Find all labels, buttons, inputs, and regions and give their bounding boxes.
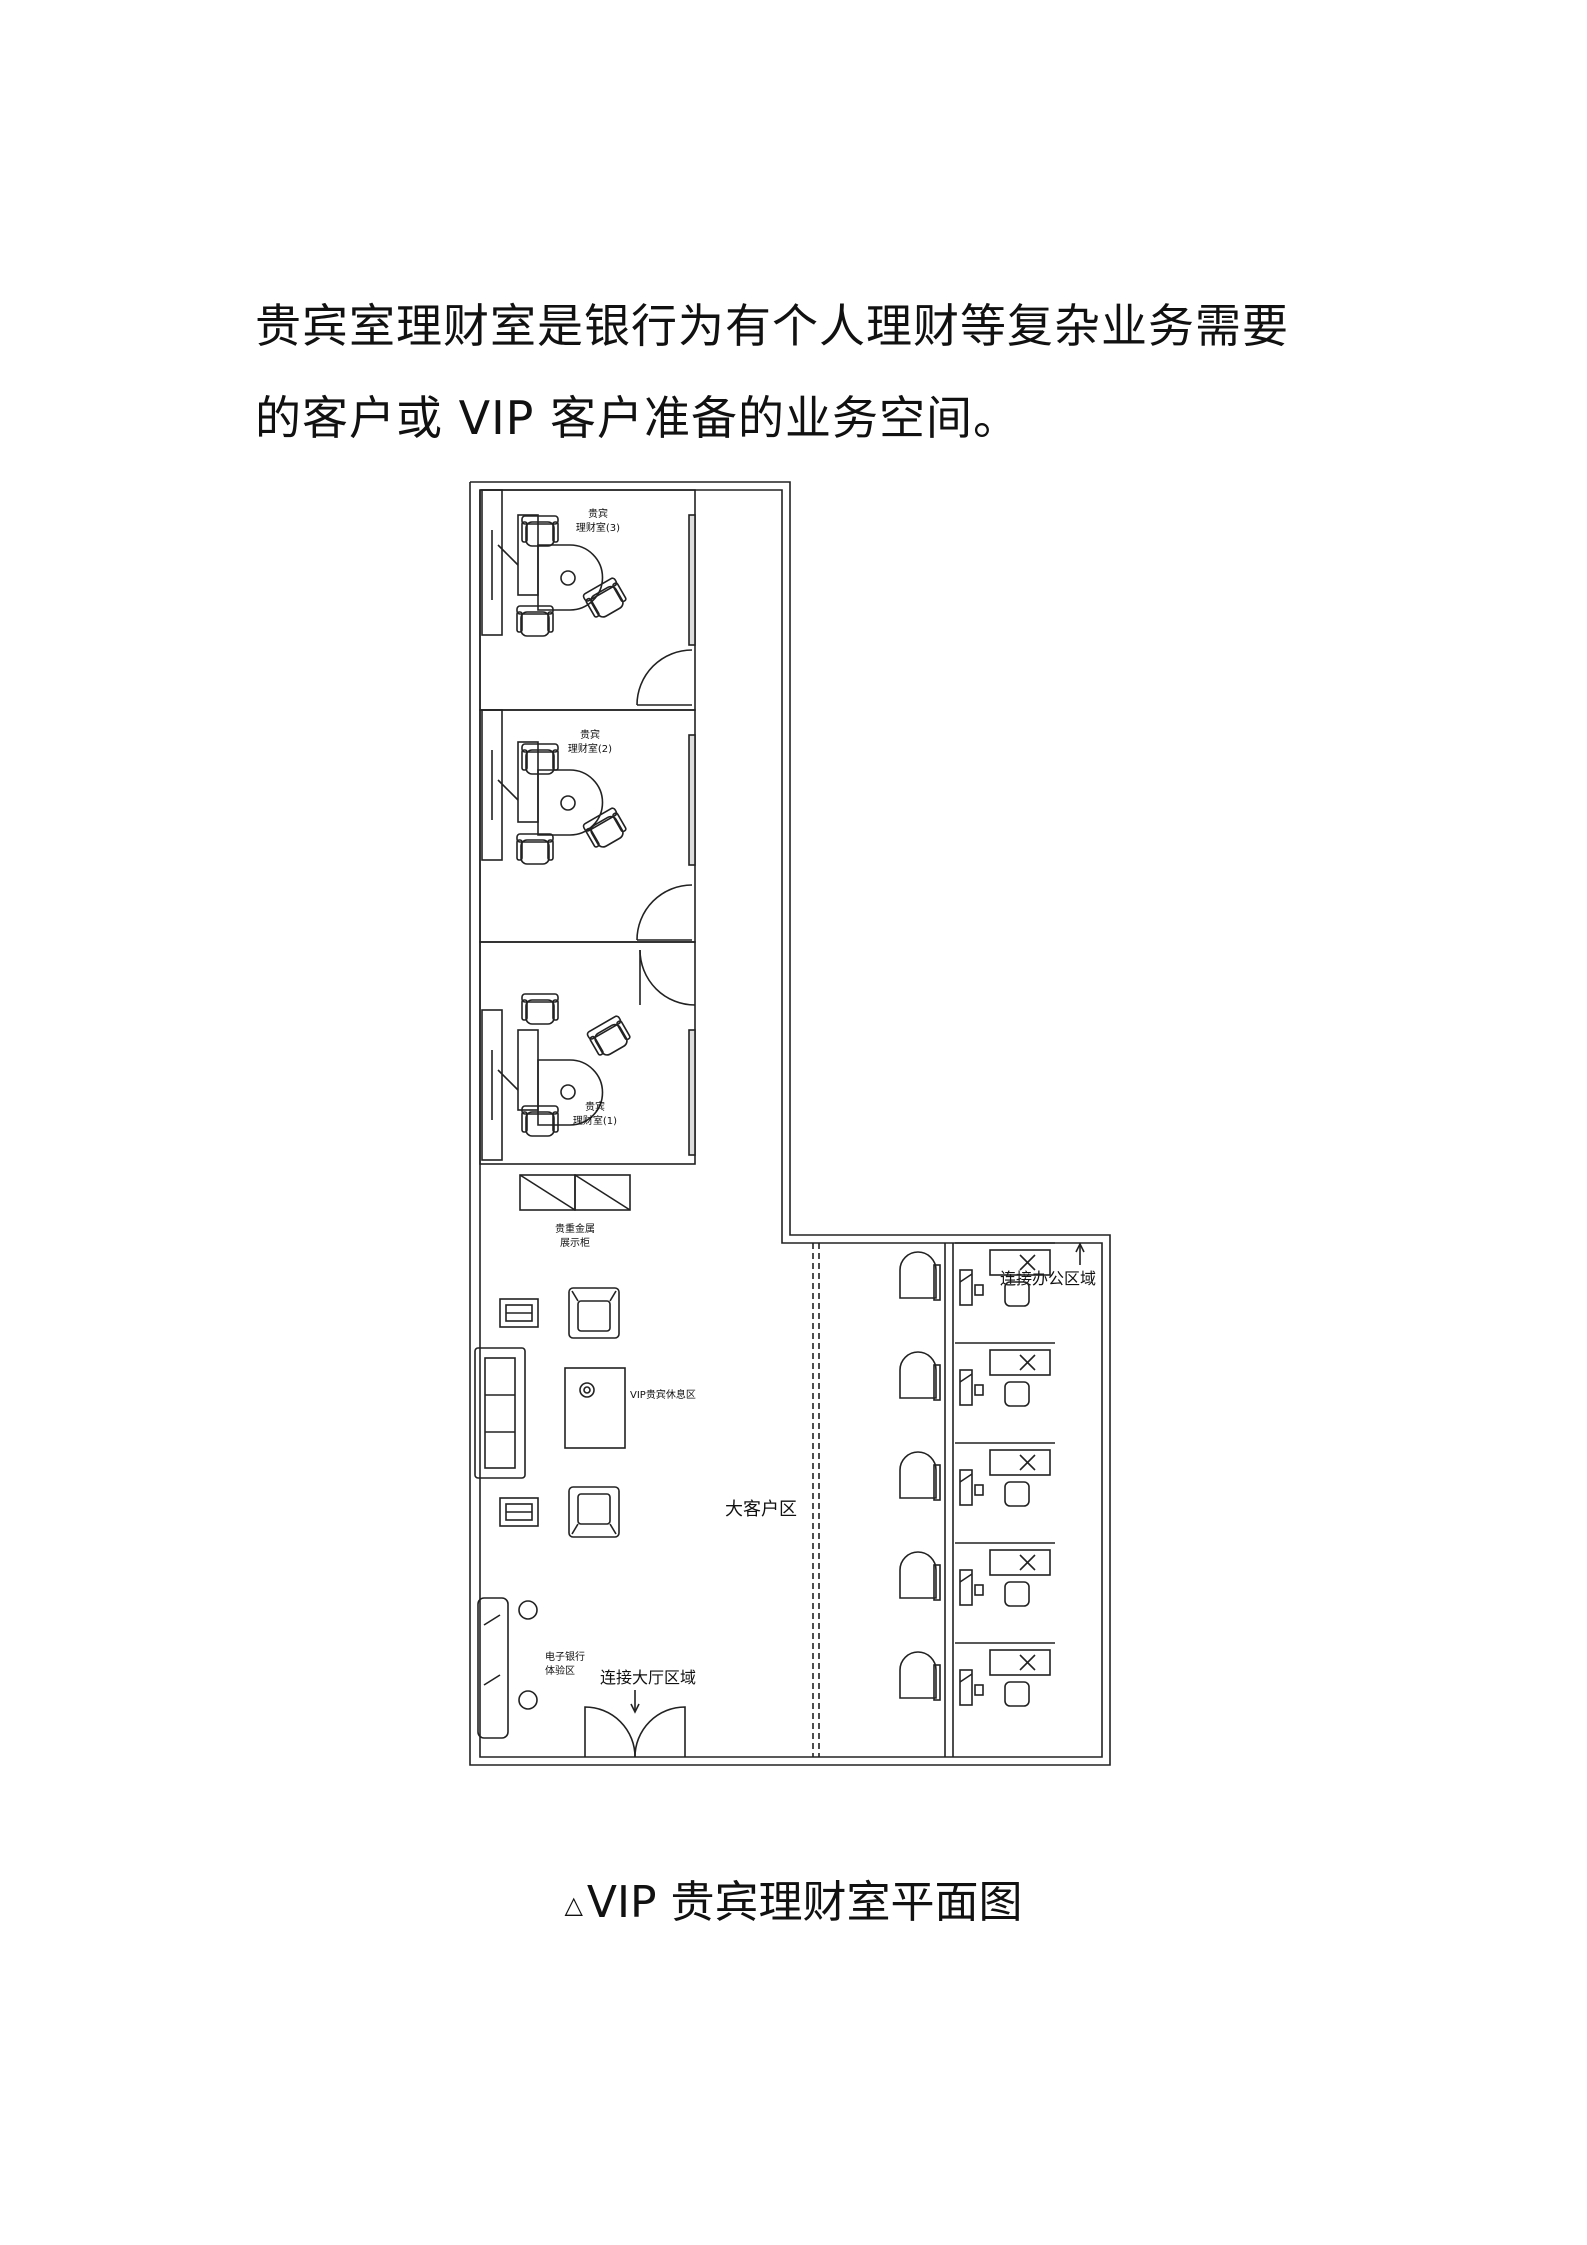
e-banking-label: 电子银行 体验区 — [545, 1650, 585, 1677]
svg-text:贵宾: 贵宾 — [585, 1100, 605, 1113]
svg-text:理财室(1): 理财室(1) — [573, 1114, 617, 1127]
svg-text:连接大厅区域: 连接大厅区域 — [600, 1668, 696, 1687]
vip-room-3-label: 贵宾 理财室(3) — [576, 507, 620, 534]
svg-text:贵宾: 贵宾 — [580, 728, 600, 741]
svg-text:贵宾: 贵宾 — [588, 507, 608, 520]
floor-plan: 贵宾 理财室(3) 贵宾 理财室(2) 贵宾 — [469, 481, 1111, 1766]
vip-room-2-label: 贵宾 理财室(2) — [568, 728, 612, 755]
svg-text:VIP贵宾休息区: VIP贵宾休息区 — [630, 1388, 696, 1401]
intro-paragraph: 贵宾室理财室是银行为有个人理财等复杂业务需要 的客户或 VIP 客户准备的业务空… — [255, 280, 1355, 464]
svg-text:体验区: 体验区 — [545, 1664, 575, 1677]
to-hall-label: 连接大厅区域 — [600, 1668, 696, 1687]
svg-text:大客户区: 大客户区 — [725, 1499, 797, 1520]
figure-caption: △VIP 贵宾理财室平面图 — [0, 1875, 1587, 1933]
big-client-label: 大客户区 — [725, 1499, 797, 1520]
intro-line-1: 贵宾室理财室是银行为有个人理财等复杂业务需要 — [255, 299, 1289, 353]
caption-triangle-icon: △ — [564, 1891, 583, 1919]
svg-text:连接办公区域: 连接办公区域 — [1000, 1269, 1096, 1288]
vip-room-1 — [479, 941, 696, 1165]
svg-text:理财室(3): 理财室(3) — [576, 521, 620, 534]
svg-text:理财室(2): 理财室(2) — [568, 742, 612, 755]
caption-text: VIP 贵宾理财室平面图 — [586, 1877, 1023, 1928]
svg-text:贵重金属: 贵重金属 — [555, 1222, 595, 1235]
office-connection — [1075, 1242, 1085, 1265]
outer-walls — [469, 481, 1111, 1766]
svg-text:电子银行: 电子银行 — [545, 1650, 585, 1663]
svg-text:展示柜: 展示柜 — [560, 1236, 590, 1249]
display-cabinet — [519, 1174, 631, 1211]
big-client-divider — [812, 1243, 820, 1757]
to-office-label: 连接办公区域 — [1000, 1269, 1096, 1288]
display-cabinet-label: 贵重金属 展示柜 — [555, 1222, 595, 1249]
intro-line-2: 的客户或 VIP 客户准备的业务空间。 — [255, 391, 1021, 445]
vip-lounge-label: VIP贵宾休息区 — [630, 1388, 696, 1401]
e-banking-area — [477, 1597, 538, 1739]
hall-entry-doors — [584, 1690, 686, 1758]
service-counters — [899, 1242, 1056, 1757]
vip-lounge — [474, 1287, 626, 1538]
vip-room-1-label: 贵宾 理财室(1) — [573, 1100, 617, 1127]
